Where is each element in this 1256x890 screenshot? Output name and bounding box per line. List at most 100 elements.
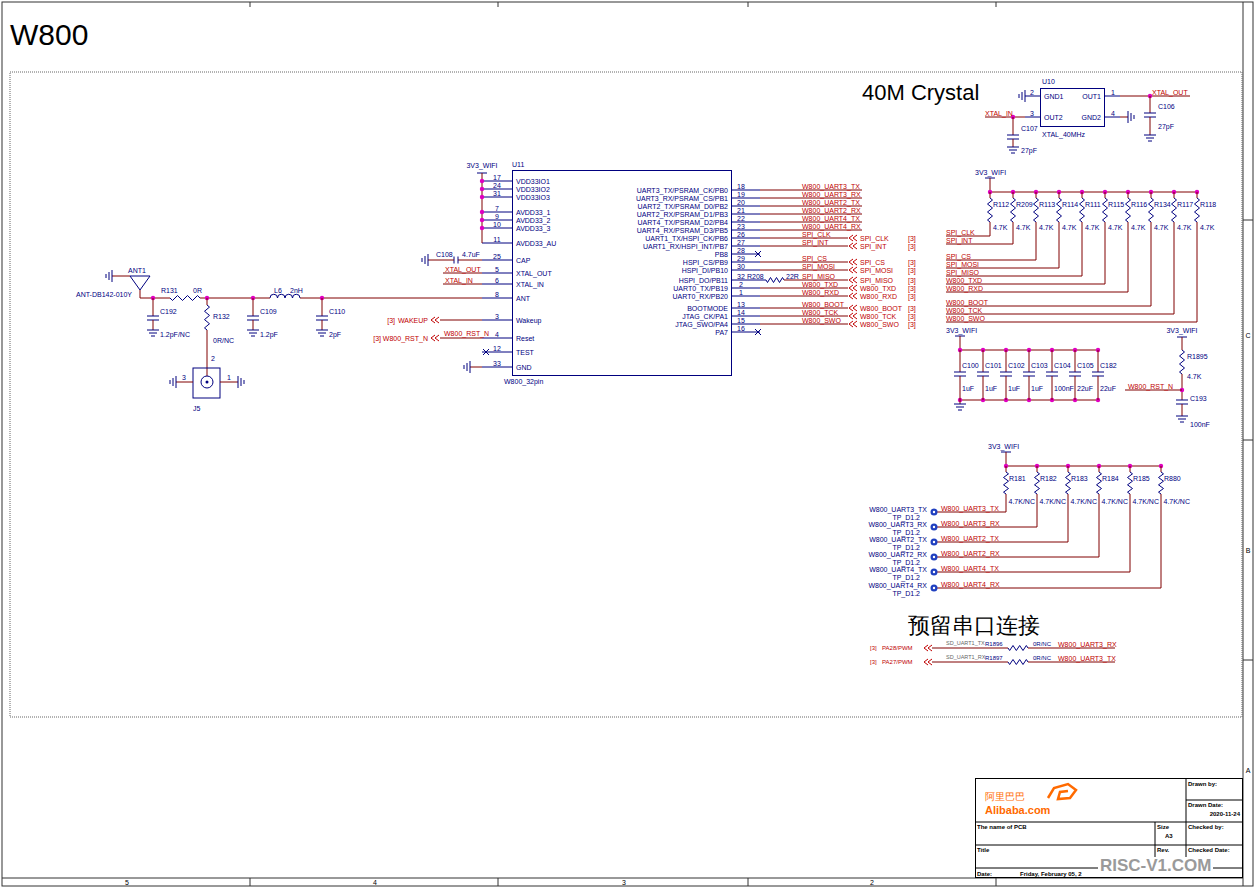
resistor-symbol — [1172, 198, 1177, 222]
pin-line — [482, 212, 512, 213]
pin-line — [482, 338, 512, 339]
sheet-border — [1243, 2, 1244, 886]
logo-swoosh — [1048, 784, 1076, 799]
zone-tick — [250, 878, 251, 886]
part-label: L6 — [274, 287, 282, 294]
resistor-symbol — [1180, 350, 1185, 374]
test-point — [931, 585, 938, 592]
zone-tick — [748, 878, 749, 886]
part-label: 3 — [495, 313, 499, 320]
wire — [1013, 192, 1014, 198]
part-label: 4.7K/NC — [1102, 498, 1128, 505]
net-label: W800_UART3_RX — [1058, 641, 1117, 648]
test-point — [933, 526, 935, 528]
wire — [946, 306, 1151, 307]
wire — [1068, 494, 1069, 542]
net-label: W800_BOOT — [860, 305, 902, 312]
pin-name: XTAL_40MHz — [1042, 131, 1085, 138]
net-label: [3] — [387, 317, 395, 324]
part-label: 7 — [495, 205, 499, 212]
ground-symbol — [109, 272, 110, 280]
wire — [1036, 222, 1037, 260]
ground-symbol — [147, 330, 159, 331]
net-label: SPI_CS — [860, 259, 885, 266]
net-label: W800_UART4_TX — [802, 215, 860, 222]
pin-name: UART1_RX/HSPI_INT/PB7 — [643, 243, 728, 250]
wire — [1120, 96, 1190, 97]
net-label: W800_RST_N — [1128, 383, 1173, 390]
title-block-text: The name of PCB — [977, 824, 1027, 830]
net-label: XTAL_IN — [445, 277, 473, 284]
part-label: C106 — [1158, 103, 1175, 110]
pin-line — [732, 230, 760, 231]
wire — [934, 572, 1130, 573]
pin-line — [482, 320, 512, 321]
net-label: W800_UART2_RX — [941, 550, 1000, 557]
part-label: 4 — [1111, 110, 1115, 117]
part-label: 4.7K/NC — [1071, 498, 1097, 505]
pin-line — [732, 324, 760, 325]
wire — [1029, 350, 1030, 372]
offpage-connector — [853, 293, 857, 299]
part-label: 22uF — [1100, 385, 1116, 392]
part-label: 4.7K — [1131, 224, 1145, 231]
wire — [1150, 117, 1151, 135]
part-label: 6 — [495, 277, 499, 284]
pin-name: JTAG_SWO/PA4 — [675, 321, 728, 328]
offpage-connector — [853, 243, 857, 249]
wire — [960, 350, 961, 372]
net-label: XTAL_IN — [985, 110, 1013, 117]
test-point — [933, 541, 935, 543]
sheet-title: W800 — [10, 20, 88, 50]
offpage-connector — [928, 645, 932, 651]
net-label: SD_UART1_TX — [946, 641, 985, 647]
pin-line — [732, 214, 760, 215]
ground-symbol — [954, 404, 966, 405]
part-label: 26 — [737, 231, 745, 238]
net-label: W800_UART2_TX — [802, 199, 860, 206]
ground-symbol — [173, 378, 174, 386]
wire — [760, 214, 862, 215]
ground-symbol — [1178, 419, 1186, 420]
pin-name: PA7 — [715, 329, 728, 336]
wire — [1182, 404, 1183, 416]
pin-line — [732, 262, 760, 263]
wire — [443, 284, 482, 285]
title-block-text: Drawn Date: — [1188, 802, 1223, 808]
title-block-text: Size — [1157, 824, 1169, 830]
part-label: R880 — [1164, 475, 1181, 482]
net-label: W800_UART4_TX — [941, 565, 999, 572]
pin-name: UART2_RX/PSRAM_D1/PB3 — [637, 211, 728, 218]
part-label: R183 — [1071, 475, 1088, 482]
net-label: PA27/PWM — [882, 659, 913, 665]
part-label: 8 — [495, 291, 499, 298]
wire — [1006, 466, 1007, 472]
crystal-body: U10GND1OUT1OUT2GND2XTAL_40MHz — [1040, 88, 1105, 127]
pin-name: AVDD33_AU — [516, 240, 556, 247]
pin-line — [1025, 96, 1040, 97]
resistor-symbol — [1103, 198, 1108, 222]
wire — [1161, 494, 1162, 588]
title-block-line — [975, 822, 1243, 823]
offpage-connector — [435, 335, 439, 341]
net-label: [3] — [870, 659, 877, 665]
wire — [440, 320, 482, 321]
pin-name: U11 — [512, 161, 524, 168]
ground-symbol — [320, 336, 324, 337]
wire — [1006, 466, 1161, 467]
resistor-symbol — [1011, 198, 1016, 222]
pin-line — [732, 316, 760, 317]
wire — [428, 260, 454, 261]
part-label: C100 — [962, 362, 979, 369]
title-block-text: Alibaba.com — [985, 805, 1050, 816]
wire — [440, 338, 482, 339]
part-label: 2nH — [290, 287, 303, 294]
part-label: ANT1 — [128, 267, 146, 274]
net-label: W800_RST_N — [383, 335, 428, 342]
test-point — [931, 539, 938, 546]
net-label: W800_UART3_RX — [941, 520, 1000, 527]
part-label: 4.7K — [993, 224, 1007, 231]
test-point — [931, 509, 938, 516]
pin-name: BOOTMODE — [687, 305, 728, 312]
